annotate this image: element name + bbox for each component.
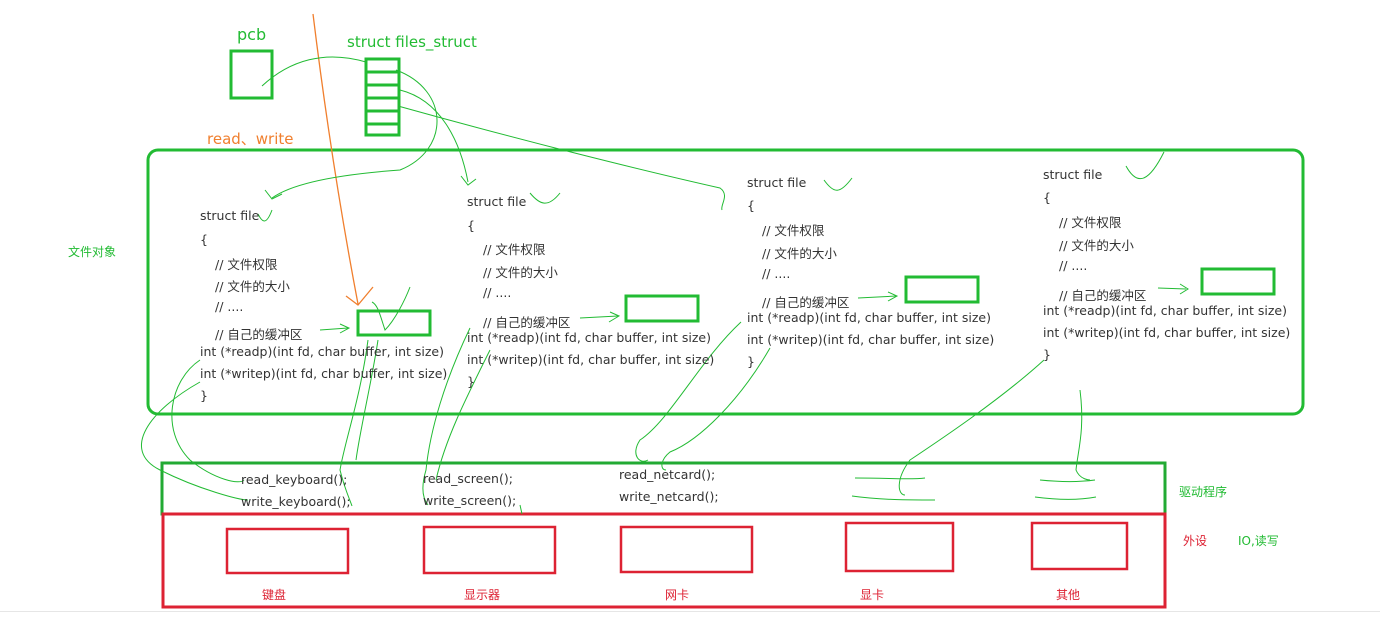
driver-netcard-read: read_netcard(); bbox=[619, 467, 716, 482]
device-name-keyboard: 键盘 bbox=[262, 588, 287, 602]
peripheral-layer-label: 外设 bbox=[1183, 534, 1208, 548]
driver-screen-write: write_screen(); bbox=[423, 493, 517, 508]
device-box-other bbox=[1030, 521, 1129, 571]
struct-file-2-title: struct file bbox=[467, 194, 527, 209]
device-box-gpu bbox=[844, 521, 955, 573]
device-box-keyboard bbox=[225, 527, 350, 575]
struct-file-2-writep: int (*writep)(int fd, char buffer, int s… bbox=[467, 352, 715, 367]
buffer-box-3 bbox=[904, 275, 980, 304]
driver-keyboard-write: write_keyboard(); bbox=[241, 494, 351, 509]
struct-file-1-writep: int (*writep)(int fd, char buffer, int s… bbox=[200, 366, 448, 381]
struct-file-1-readp: int (*readp)(int fd, char buffer, int si… bbox=[200, 344, 444, 359]
peripheral-layer bbox=[161, 512, 1167, 609]
struct-file-4-comment-more: // .... bbox=[1059, 258, 1088, 273]
struct-file-4-readp: int (*readp)(int fd, char buffer, int si… bbox=[1043, 303, 1287, 318]
struct-file-2-close: } bbox=[467, 374, 475, 389]
struct-file-3-comment-size: // 文件的大小 bbox=[762, 246, 837, 261]
buffer-box-1 bbox=[356, 309, 432, 337]
struct-file-3-readp: int (*readp)(int fd, char buffer, int si… bbox=[747, 310, 991, 325]
device-name-screen: 显示器 bbox=[464, 588, 501, 602]
struct-file-1-comment-size: // 文件的大小 bbox=[215, 279, 290, 294]
struct-file-3-writep: int (*writep)(int fd, char buffer, int s… bbox=[747, 332, 995, 347]
files-struct-label: struct files_struct bbox=[347, 33, 477, 51]
struct-file-1-comment-perm: // 文件权限 bbox=[215, 257, 278, 272]
buffer-box-2 bbox=[624, 294, 700, 323]
struct-file-4-comment-perm: // 文件权限 bbox=[1059, 215, 1122, 230]
struct-file-1-close: } bbox=[200, 388, 208, 403]
struct-file-3-comment-buf: // 自己的缓冲区 bbox=[762, 295, 850, 310]
struct-file-2-comment-size: // 文件的大小 bbox=[483, 265, 558, 280]
struct-file-2-open: { bbox=[467, 218, 475, 233]
driver-screen-read: read_screen(); bbox=[423, 471, 513, 486]
pcb-label: pcb bbox=[237, 25, 267, 44]
connector-lines bbox=[141, 56, 1189, 515]
device-box-screen bbox=[422, 525, 557, 575]
files-struct-array bbox=[364, 57, 401, 137]
io-label: IO,读写 bbox=[1238, 534, 1279, 548]
struct-file-2-comment-more: // .... bbox=[483, 285, 512, 300]
pcb-box bbox=[229, 49, 274, 100]
struct-file-3-open: { bbox=[747, 198, 755, 213]
struct-file-4-open: { bbox=[1043, 190, 1051, 205]
struct-file-1-comment-buf: // 自己的缓冲区 bbox=[215, 327, 303, 342]
struct-file-2-comment-buf: // 自己的缓冲区 bbox=[483, 315, 571, 330]
file-object-label: 文件对象 bbox=[68, 245, 117, 259]
struct-file-1-comment-more: // .... bbox=[215, 299, 244, 314]
struct-file-4-comment-buf: // 自己的缓冲区 bbox=[1059, 288, 1147, 303]
struct-file-3-comment-more: // .... bbox=[762, 266, 791, 281]
struct-file-1-open: { bbox=[200, 232, 208, 247]
file-object-container bbox=[146, 148, 1305, 416]
device-name-netcard: 网卡 bbox=[665, 588, 690, 602]
device-name-gpu: 显卡 bbox=[860, 588, 885, 602]
bottom-divider bbox=[0, 611, 1380, 612]
read-write-label: read、write bbox=[207, 130, 294, 148]
buffer-box-4 bbox=[1200, 267, 1276, 296]
struct-file-4-writep: int (*writep)(int fd, char buffer, int s… bbox=[1043, 325, 1291, 340]
device-name-other: 其他 bbox=[1056, 588, 1081, 602]
struct-file-3-close: } bbox=[747, 354, 755, 369]
driver-netcard-write: write_netcard(); bbox=[619, 489, 719, 504]
driver-keyboard-read: read_keyboard(); bbox=[241, 472, 348, 487]
struct-file-1-title: struct file bbox=[200, 208, 260, 223]
struct-file-4-close: } bbox=[1043, 347, 1051, 362]
struct-file-3-title: struct file bbox=[747, 175, 807, 190]
driver-layer-label: 驱动程序 bbox=[1179, 485, 1228, 499]
struct-file-2-comment-perm: // 文件权限 bbox=[483, 242, 546, 257]
read-write-arrow bbox=[312, 13, 374, 306]
struct-file-4-comment-size: // 文件的大小 bbox=[1059, 238, 1134, 253]
device-box-netcard bbox=[619, 525, 754, 574]
struct-file-3-comment-perm: // 文件权限 bbox=[762, 223, 825, 238]
struct-file-2-readp: int (*readp)(int fd, char buffer, int si… bbox=[467, 330, 711, 345]
struct-file-4-title: struct file bbox=[1043, 167, 1103, 182]
